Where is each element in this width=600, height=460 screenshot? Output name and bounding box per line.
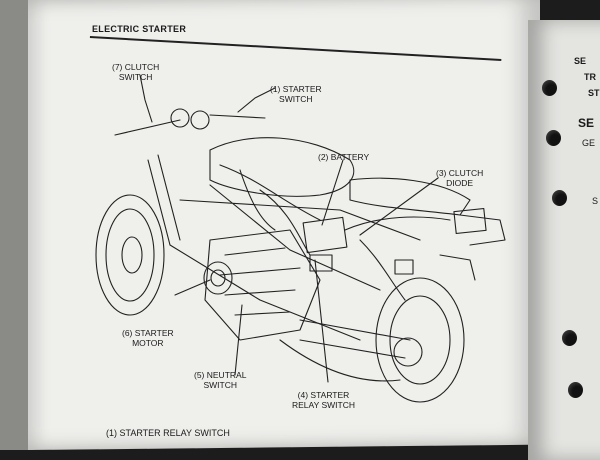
right-page-fragment: GE: [582, 138, 596, 148]
callout-battery: (2) BATTERY: [318, 152, 370, 162]
facing-page: [528, 20, 600, 460]
callout-clutch-diode: (3) CLUTCH DIODE: [436, 168, 484, 188]
callout-starter-relay-switch: (4) STARTER RELAY SWITCH: [292, 390, 355, 410]
motorcycle-diagram: [95, 74, 506, 403]
callout-clutch-switch: (7) CLUTCH SWITCH: [112, 62, 160, 82]
figure-caption: (1) STARTER RELAY SWITCH: [106, 428, 230, 438]
binder-hole: [552, 190, 567, 206]
callout-neutral-switch: (5) NEUTRAL SWITCH: [194, 370, 247, 390]
rear-wheel: [375, 277, 465, 403]
right-page-fragment: S: [592, 196, 599, 206]
engine-block: [204, 229, 321, 341]
binder-hole: [562, 330, 577, 346]
binder-hole: [542, 80, 557, 96]
callout-starter-motor: (6) STARTER MOTOR: [122, 328, 174, 348]
front-wheel: [95, 194, 165, 316]
battery-drawing: [302, 216, 348, 254]
right-page-fragment: SE: [574, 56, 587, 66]
right-page-fragment: SE: [578, 116, 595, 130]
callout-starter-switch: (1) STARTER SWITCH: [270, 84, 322, 104]
binder-hole: [568, 382, 583, 398]
starter-motor-drawing: [203, 261, 233, 295]
right-page-fragment: TR: [584, 72, 596, 82]
fuel-tank: [209, 137, 355, 197]
right-page-fragment: ST: [588, 88, 600, 98]
binder-hole: [546, 130, 561, 146]
section-title: ELECTRIC STARTER: [92, 24, 187, 34]
